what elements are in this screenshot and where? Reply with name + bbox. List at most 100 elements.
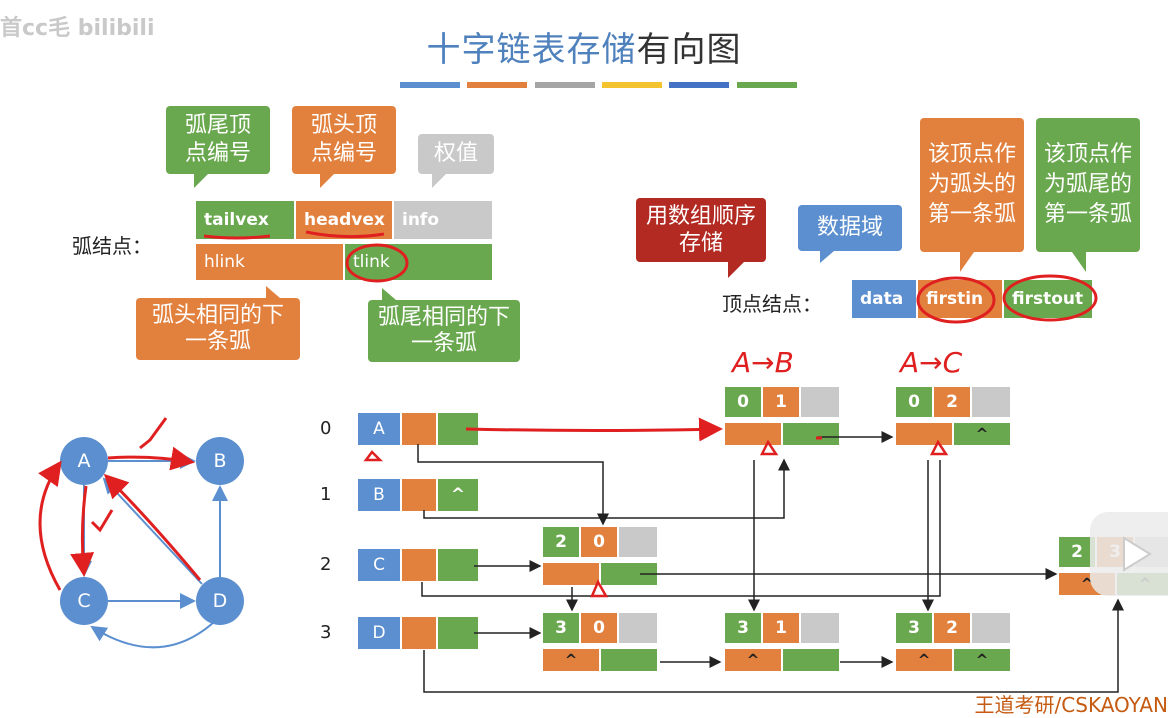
bubble-pointer bbox=[820, 251, 834, 263]
bubble-tail-vertex: 弧尾顶点编号 bbox=[166, 106, 270, 188]
arc-tailvex: 2 bbox=[1058, 536, 1096, 568]
arc-tlink bbox=[782, 648, 840, 672]
bubble-head-vertex: 弧头顶点编号 bbox=[292, 106, 396, 188]
bubble-head-vertex-text: 弧头顶点编号 bbox=[310, 113, 377, 166]
bubble-data-field-text: 数据域 bbox=[816, 215, 883, 240]
arc-info bbox=[618, 612, 658, 644]
field-firstin: firstin bbox=[918, 280, 1002, 318]
bubble-weight: 权值 bbox=[418, 134, 494, 188]
vertex-firstin bbox=[401, 616, 437, 650]
arc-hlink: ^ bbox=[724, 648, 782, 672]
bubble-same-tail-next-text: 弧尾相同的下一条弧 bbox=[377, 305, 510, 356]
bubble-firstout: 该顶点作为弧尾的第一条弧 bbox=[1036, 118, 1140, 272]
bubble-firstin-text: 该顶点作为弧头的第一条弧 bbox=[928, 142, 1017, 227]
arc-tlink bbox=[600, 562, 658, 586]
vertex-firstout bbox=[437, 548, 479, 582]
graph-node-c: C bbox=[60, 577, 108, 625]
field-firstout: firstout bbox=[1004, 280, 1092, 318]
watermark: 首cc毛 bilibili bbox=[0, 16, 155, 41]
bubble-array-storage-text: 用数组顺序存储 bbox=[646, 204, 757, 256]
vertex-node-label: 顶点结点： bbox=[722, 292, 822, 316]
arc-tailvex: 0 bbox=[724, 386, 762, 418]
arc-tlink: ^ bbox=[953, 422, 1011, 446]
graph-node-d: D bbox=[196, 577, 244, 625]
bubble-weight-text: 权值 bbox=[433, 141, 478, 166]
play-icon bbox=[1123, 536, 1152, 572]
arc-node-label: 弧结点： bbox=[72, 234, 152, 258]
title-bar-blue bbox=[400, 82, 460, 88]
footer-brand: 王道考研/CSKAOYAN bbox=[974, 693, 1168, 717]
bubble-firstin: 该顶点作为弧头的第一条弧 bbox=[920, 118, 1024, 272]
vertex-firstin bbox=[401, 478, 437, 512]
vertex-index: 3 bbox=[320, 622, 332, 643]
page-title: 十字链表存储有向图 bbox=[0, 22, 1168, 71]
vertex-data: A bbox=[357, 412, 401, 446]
arc-hlink: ^ bbox=[542, 648, 600, 672]
bubble-pointer bbox=[432, 174, 446, 188]
vertex-data: B bbox=[357, 478, 401, 512]
field-tailvex: tailvex bbox=[196, 201, 294, 239]
arc-tlink: ^ bbox=[953, 648, 1011, 672]
vertex-index: 1 bbox=[320, 484, 332, 505]
arc-hlink bbox=[542, 562, 600, 586]
bubble-pointer bbox=[194, 174, 208, 188]
arc-tlink bbox=[600, 648, 658, 672]
arc-tailvex: 2 bbox=[542, 526, 580, 558]
arc-info bbox=[971, 612, 1011, 644]
arc-info bbox=[618, 526, 658, 558]
arc-info bbox=[800, 386, 840, 418]
vertex-firstout: ^ bbox=[437, 478, 479, 512]
vertex-data: C bbox=[357, 548, 401, 582]
arc-tailvex: 3 bbox=[542, 612, 580, 644]
arc-headvex: 0 bbox=[580, 526, 618, 558]
arc-headvex: 0 bbox=[580, 612, 618, 644]
vertex-index: 0 bbox=[320, 418, 332, 439]
bubble-array-storage: 用数组顺序存储 bbox=[636, 198, 766, 278]
annotation-a-to-c: A→C bbox=[900, 346, 963, 379]
bubble-pointer bbox=[960, 252, 974, 272]
field-info: info bbox=[394, 201, 492, 239]
vertex-firstout bbox=[437, 616, 479, 650]
field-hlink: hlink bbox=[196, 244, 343, 280]
bubble-same-head-next: 弧头相同的下一条弧 bbox=[136, 286, 300, 360]
arc-info bbox=[800, 612, 840, 644]
arc-hlink: ^ bbox=[895, 648, 953, 672]
bubble-tail-vertex-text: 弧尾顶点编号 bbox=[184, 113, 251, 166]
bubble-pointer bbox=[320, 174, 334, 188]
vertex-data: D bbox=[357, 616, 401, 650]
bubble-pointer bbox=[728, 262, 744, 278]
bubble-pointer bbox=[1072, 252, 1086, 272]
bubble-firstout-text: 该顶点作为弧尾的第一条弧 bbox=[1044, 142, 1133, 227]
title-bar-green bbox=[737, 82, 797, 88]
arc-info bbox=[971, 386, 1011, 418]
arc-headvex: 2 bbox=[933, 386, 971, 418]
vertex-firstout bbox=[437, 412, 479, 446]
bubble-pointer bbox=[266, 286, 280, 298]
field-headvex: headvex bbox=[296, 201, 392, 239]
title-bar-darkblue bbox=[669, 82, 729, 88]
graph-node-a: A bbox=[60, 437, 108, 485]
arc-hlink bbox=[895, 422, 953, 446]
annotation-a-to-b: A→B bbox=[732, 346, 794, 379]
arc-headvex: 2 bbox=[933, 612, 971, 644]
bubble-same-tail-next: 弧尾相同的下一条弧 bbox=[368, 288, 520, 362]
vertex-firstin bbox=[401, 548, 437, 582]
arc-tlink bbox=[782, 422, 840, 446]
arc-hlink bbox=[724, 422, 782, 446]
play-button[interactable] bbox=[1090, 512, 1168, 596]
title-part1: 十字链表存储 bbox=[426, 30, 637, 70]
field-tlink: tlink bbox=[345, 244, 492, 280]
arc-headvex: 1 bbox=[762, 386, 800, 418]
bubble-data-field: 数据域 bbox=[798, 205, 902, 263]
title-bar-orange bbox=[467, 82, 527, 88]
field-data: data bbox=[852, 280, 916, 318]
title-bar-gray bbox=[535, 82, 595, 88]
graph-node-b: B bbox=[196, 437, 244, 485]
title-part2: 有向图 bbox=[636, 30, 742, 70]
bubble-same-head-next-text: 弧头相同的下一条弧 bbox=[151, 303, 284, 354]
arc-headvex: 1 bbox=[762, 612, 800, 644]
bubble-pointer bbox=[382, 288, 396, 300]
arc-tailvex: 3 bbox=[724, 612, 762, 644]
vertex-index: 2 bbox=[320, 554, 332, 575]
vertex-firstin bbox=[401, 412, 437, 446]
